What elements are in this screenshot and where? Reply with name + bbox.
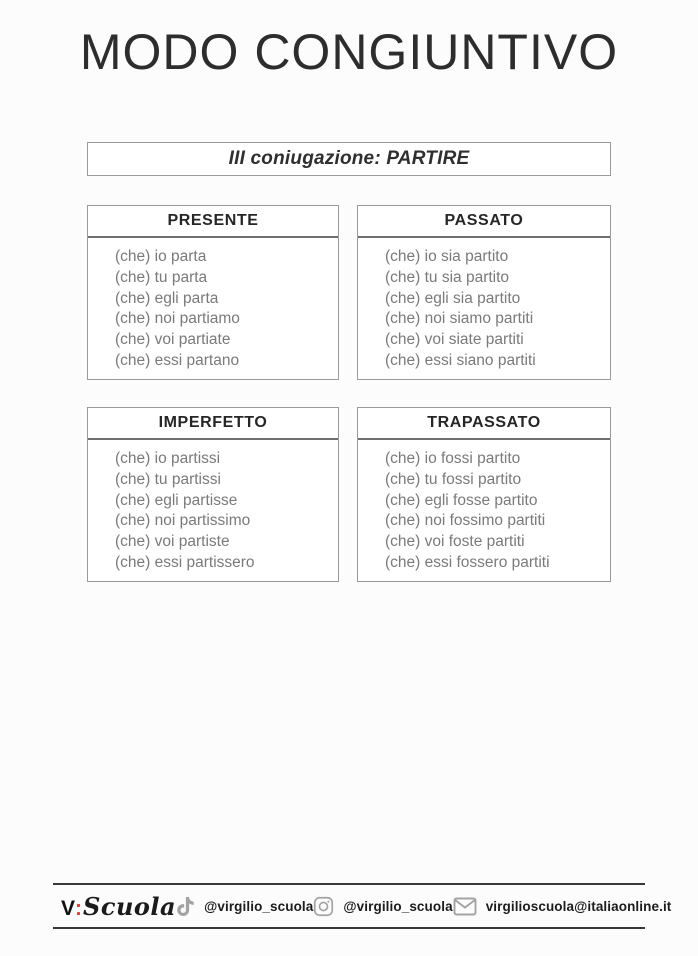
conjugation-line: (che) tu fossi partito	[385, 470, 522, 488]
instagram-handle: @virgilio_scuola	[343, 898, 453, 914]
conjugation-line: (che) essi partissero	[115, 553, 255, 571]
tense-header-presente: PRESENTE	[88, 206, 338, 238]
tiktok-contact: @virgilio_scuola	[176, 896, 313, 917]
tiktok-handle: @virgilio_scuola	[204, 898, 314, 914]
conjugation-line: (che) io sia partito	[385, 248, 509, 265]
conjugation-list-passato: (che) io sia partito (che) tu sia partito…	[358, 238, 610, 372]
email-contact: virgilioscuola@italiaonline.it	[453, 897, 672, 916]
tense-box-presente: PRESENTE (che) io parta(che) tu parta(ch…	[87, 205, 339, 380]
conjugation-line: (che) egli fosse partito	[385, 491, 538, 509]
tiktok-icon	[176, 896, 195, 917]
tense-header-passato: PASSATO	[358, 206, 610, 238]
conjugation-line: (che) noi fossimo partiti	[385, 512, 546, 530]
email-address: virgilioscuola@italiaonline.it	[485, 898, 672, 914]
conjugation-list-imperfetto: (che) io partissi (che) tu partissi (che) …	[88, 440, 338, 574]
conjugation-line: (che) tu partissi	[115, 470, 221, 488]
page-title: MODO CONGIUNTIVO	[79, 24, 619, 80]
tense-title: TRAPASSATO	[427, 414, 541, 431]
conjugation-line: (che) noi partiamo	[115, 310, 240, 328]
conjugation-line: (che) voi partiate	[115, 331, 231, 349]
logo-letter-v: V	[61, 896, 76, 920]
tense-title: PRESENTE	[167, 212, 259, 229]
tense-header-imperfetto: IMPERFETTO	[88, 408, 338, 440]
instagram-contact: @virgilio_scuola	[313, 896, 453, 917]
envelope-icon	[453, 897, 477, 916]
tense-box-passato: PASSATO (che) io sia partito (che) tu sia…	[357, 205, 611, 380]
conjugation-line: (che) essi fossero partiti	[385, 553, 550, 571]
conjugation-line: (che) voi siate partiti	[385, 331, 524, 349]
conjugation-line: (che) egli sia partito	[385, 289, 521, 307]
conjugation-line: (che) io partissi	[115, 450, 221, 467]
logo-name: Scuola	[83, 891, 177, 921]
tense-box-trapassato: TRAPASSATO (che) io fossi partito (che) t…	[357, 407, 611, 582]
conjugation-banner-text: III coniugazione: PARTIRE	[228, 148, 470, 169]
conjugation-line: (che) egli parta	[115, 289, 219, 307]
conjugation-line: (che) noi siamo partiti	[385, 310, 534, 328]
tense-grid: PRESENTE (che) io parta(che) tu parta(ch…	[87, 205, 611, 582]
logo-colon: :	[75, 896, 83, 920]
tense-box-imperfetto: IMPERFETTO (che) io partissi (che) tu par…	[87, 407, 339, 582]
conjugation-line: (che) io parta	[115, 248, 207, 265]
conjugation-line: (che) egli partisse	[115, 491, 238, 509]
conjugation-line: (che) essi partano	[115, 351, 240, 369]
tense-title: PASSATO	[444, 212, 524, 229]
footer-bar: V : Scuola @virgilio_scuola @virgilio_sc…	[53, 883, 671, 929]
conjugation-line: (che) voi foste partiti	[385, 533, 525, 551]
conjugation-line: (che) essi siano partiti	[385, 351, 536, 369]
conjugation-line: (che) tu parta	[115, 268, 208, 286]
vscuola-logo: V : Scuola	[61, 892, 176, 921]
conjugation-line: (che) tu sia partito	[385, 268, 510, 286]
instagram-icon	[313, 896, 334, 917]
tense-title: IMPERFETTO	[158, 414, 268, 431]
conjugation-line: (che) voi partiste	[115, 533, 230, 551]
conjugation-list-presente: (che) io parta (che) tu parta (che) egli p…	[88, 238, 338, 372]
conjugation-line: (che) io fossi partito	[385, 450, 521, 467]
conjugation-banner: III coniugazione: PARTIRE	[87, 142, 611, 176]
conjugation-list-trapassato: (che) io fossi partito (che) tu fossi par…	[358, 440, 610, 574]
conjugation-line: (che) noi partissimo	[115, 512, 251, 530]
tense-header-trapassato: TRAPASSATO	[358, 408, 610, 440]
